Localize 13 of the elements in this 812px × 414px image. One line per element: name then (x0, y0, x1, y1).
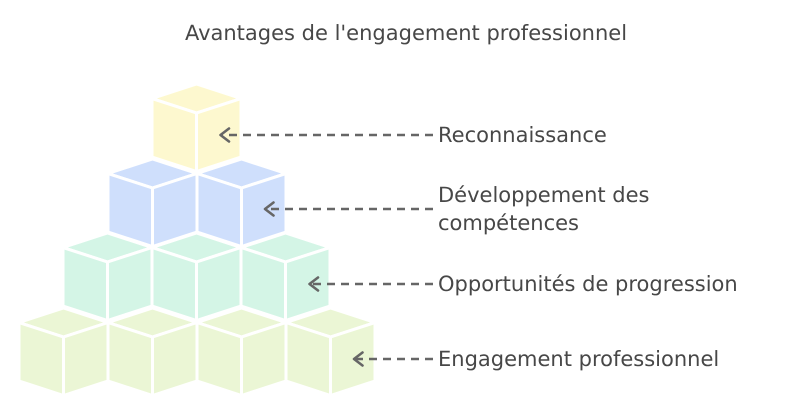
cube-layer (18, 308, 374, 396)
layer-label: Développement des compétences (438, 181, 688, 237)
leader-arrow (264, 201, 433, 217)
layer-label: Engagement professionnel (438, 345, 720, 373)
leader-arrow (219, 127, 433, 143)
leader-arrow (352, 351, 433, 367)
layer-label: Reconnaissance (438, 121, 607, 149)
cube-layer (152, 84, 241, 172)
leader-arrow (308, 276, 433, 292)
cube-layer (63, 233, 330, 321)
diagram-title: Avantages de l'engagement professionnel (184, 20, 628, 47)
cube-layer (108, 158, 286, 246)
layer-label: Opportunités de progression (438, 270, 738, 298)
